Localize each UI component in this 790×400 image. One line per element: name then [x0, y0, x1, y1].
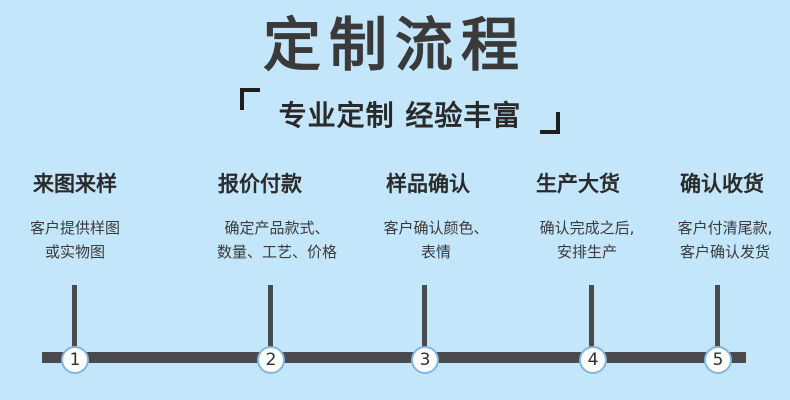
- step-5-description: 客户付清尾款, 客户确认发货: [645, 216, 790, 264]
- step-2-title: 报价付款: [218, 172, 302, 196]
- step-2-description-line-1: 确定产品款式、: [224, 219, 330, 237]
- step-2-marker: 2: [257, 346, 285, 374]
- step-5-title: 确认收货: [680, 172, 764, 196]
- step-1-title: 来图来样: [33, 172, 117, 196]
- step-1-description: 客户提供样图 或实物图: [0, 216, 155, 264]
- step-3-stem: [422, 285, 427, 357]
- page-subtitle: 专业定制 经验丰富: [278, 99, 522, 132]
- step-5-description-line-2: 客户确认发货: [679, 243, 770, 261]
- step-4-description-line-1: 确认完成之后,: [539, 219, 635, 237]
- step-2-stem: [268, 285, 273, 357]
- step-4-description-line-2: 安排生产: [556, 243, 617, 261]
- step-1-description-line-2: 或实物图: [44, 243, 105, 261]
- step-3-description: 客户确认颜色、 表情: [356, 216, 516, 264]
- step-1-stem: [72, 285, 77, 357]
- step-4-title: 生产大货: [536, 172, 620, 196]
- step-4-marker: 4: [579, 346, 607, 374]
- step-5-marker: 5: [704, 346, 732, 374]
- step-1-marker: 1: [61, 346, 89, 374]
- step-4-stem: [589, 285, 594, 357]
- step-2-description-line-2: 数量、工艺、价格: [216, 243, 337, 261]
- subtitle-block: 专业定制 经验丰富: [240, 88, 560, 134]
- step-4-description: 确认完成之后, 安排生产: [507, 216, 667, 264]
- step-3-description-line-1: 客户确认颜色、: [383, 219, 489, 237]
- step-3-description-line-2: 表情: [420, 243, 451, 261]
- step-3-marker: 3: [411, 346, 439, 374]
- step-1-description-line-1: 客户提供样图: [29, 219, 120, 237]
- step-5-stem: [715, 285, 720, 357]
- step-3-title: 样品确认: [386, 172, 470, 196]
- step-5-description-line-1: 客户付清尾款,: [677, 219, 773, 237]
- timeline-baseline: [42, 352, 746, 363]
- step-2-description: 确定产品款式、 数量、工艺、价格: [197, 216, 357, 264]
- page-title: 定制流程: [262, 11, 527, 79]
- left-corner-bracket: [240, 88, 260, 110]
- right-corner-bracket: [540, 112, 560, 134]
